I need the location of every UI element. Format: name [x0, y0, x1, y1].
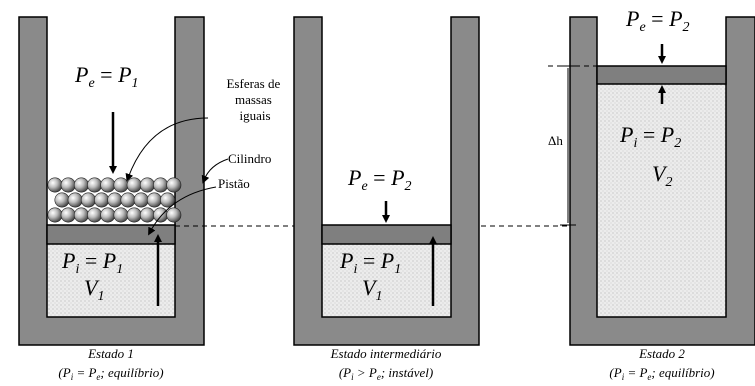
sphere	[153, 177, 169, 193]
sphere	[126, 207, 142, 223]
piston-label: Pistão	[218, 176, 250, 191]
cylinder-mid	[293, 16, 480, 346]
piston-callout-arrow	[148, 186, 217, 236]
pi-label-mid: Pi = P1	[339, 248, 401, 277]
sphere	[166, 177, 182, 193]
sphere	[67, 192, 83, 208]
sphere	[133, 192, 149, 208]
volume-label-1: V1	[84, 275, 104, 304]
caption-state-mid: Estado intermediário	[330, 346, 442, 361]
pe-label-2: Pe = P2	[625, 6, 690, 35]
sphere	[153, 207, 169, 223]
piston-2	[596, 65, 727, 85]
sphere	[146, 192, 162, 208]
caption-state-1: Estado 1	[87, 346, 134, 361]
cylinder-callout-arrow	[201, 158, 229, 184]
pi-label-1: Pi = P1	[61, 248, 123, 277]
caption-condition-mid: (Pi > Pe; instável)	[339, 365, 433, 382]
gas-region-1	[47, 244, 175, 317]
sphere	[54, 192, 70, 208]
volume-label-2: V2	[652, 161, 672, 190]
gas-region-2	[597, 84, 726, 317]
cylinder-2	[569, 16, 755, 346]
caption-condition-1: (Pi = Pe; equilíbrio)	[58, 365, 163, 382]
sphere	[60, 207, 76, 223]
sphere	[47, 207, 63, 223]
state-intermediate: Pe = P2 Pi = P1 V1 Estado intermediário …	[293, 16, 480, 382]
sphere	[139, 207, 155, 223]
gas-region-mid	[322, 244, 451, 317]
sphere	[87, 177, 103, 193]
sphere	[60, 177, 76, 193]
cylinder-1	[18, 16, 205, 346]
sphere	[113, 177, 129, 193]
pe-label-1: Pe = P1	[74, 62, 139, 91]
caption-state-2: Estado 2	[638, 346, 685, 361]
piston-1	[46, 224, 176, 245]
sphere	[94, 192, 110, 208]
caption-condition-2: (Pi = Pe; equilíbrio)	[609, 365, 714, 382]
sphere	[100, 207, 116, 223]
sphere	[73, 177, 89, 193]
state-2: Pe = P2 Pi = P2 V2 Δh Estado 2 (Pi = Pe;…	[548, 6, 755, 382]
sphere	[113, 207, 129, 223]
spheres-label: Esferas de massas iguais	[226, 76, 283, 123]
volume-label-mid: V1	[362, 275, 382, 304]
pi-label-2: Pi = P2	[619, 122, 681, 151]
delta-h-label: Δh	[548, 133, 563, 148]
spheres-callout-arrow	[125, 117, 209, 182]
sphere	[139, 177, 155, 193]
spheres	[47, 177, 182, 223]
sphere	[107, 192, 123, 208]
cylinder-label: Cilindro	[228, 151, 271, 166]
state-1: Pe = P1 Pi = P1 V1 Esferas de massas igu…	[18, 16, 283, 382]
sphere	[166, 207, 182, 223]
pe-label-mid: Pe = P2	[347, 165, 412, 194]
sphere	[160, 192, 176, 208]
sphere	[126, 177, 142, 193]
sphere	[47, 177, 63, 193]
piston-mid	[321, 224, 452, 245]
sphere	[100, 177, 116, 193]
sphere	[87, 207, 103, 223]
sphere	[120, 192, 136, 208]
sphere	[73, 207, 89, 223]
sphere	[80, 192, 96, 208]
